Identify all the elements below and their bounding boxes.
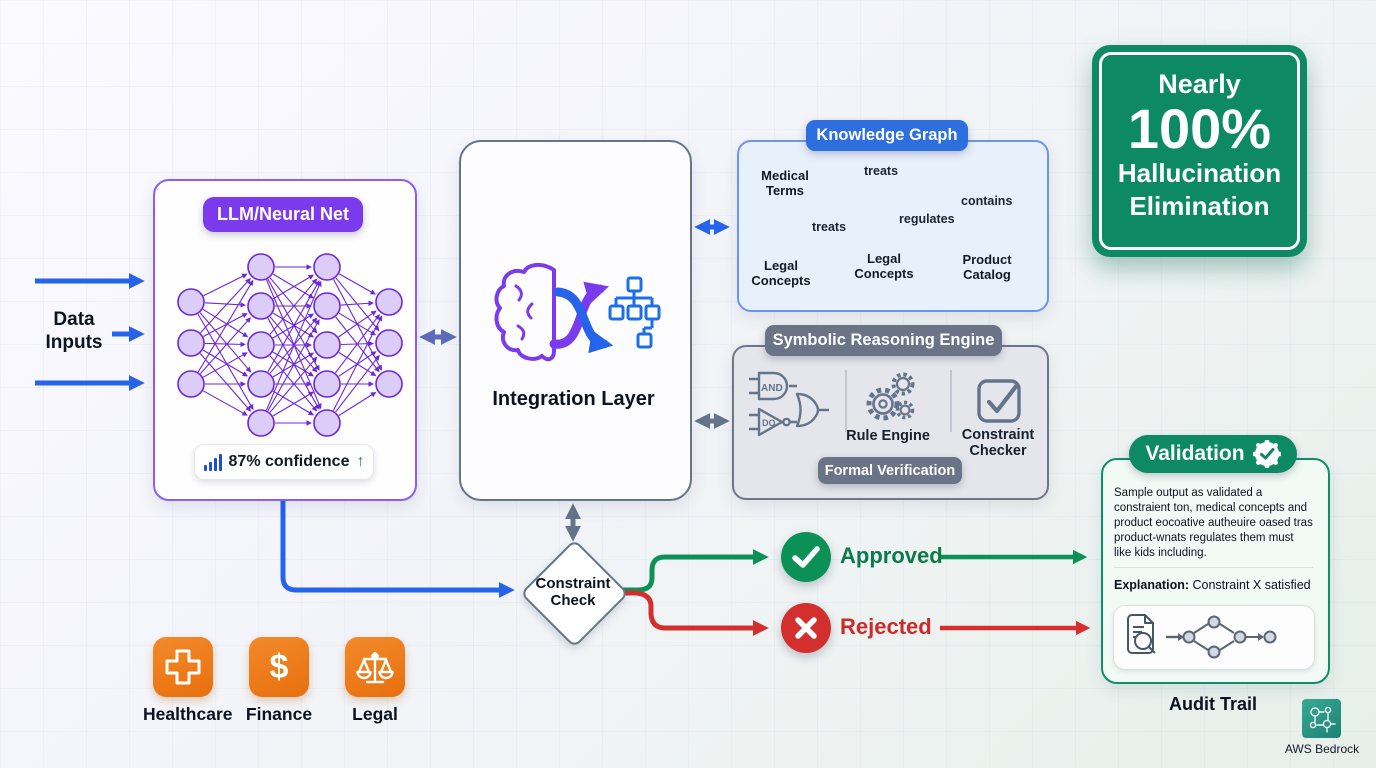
constraint-check-label: Constraint Check: [535, 574, 611, 609]
knowledge-graph-title: Knowledge Graph: [816, 126, 958, 144]
confidence-badge: 87% confidence ↑: [194, 444, 374, 480]
kg-node-label-legal-center: Legal Concepts: [854, 251, 914, 281]
verified-seal-icon: [1252, 440, 1281, 468]
document-search-icon: [1127, 614, 1156, 654]
audit-trail-graphic: [1127, 614, 1277, 659]
kg-edge-label-treats-left: treats: [812, 220, 847, 234]
kg-node-label-medical: Medical Terms: [761, 168, 809, 198]
audit-trail-label: Audit Trail: [1168, 694, 1257, 714]
flow-graph-icon: [1166, 615, 1277, 659]
brain-flowchart-icon: [494, 263, 661, 362]
kg-edge-label-treats-top: treats: [864, 164, 899, 178]
hallucination-elimination-badge: Nearly 100% Hallucination Elimination: [1092, 45, 1307, 257]
divider: [950, 370, 952, 432]
neural-network-graphic: [177, 253, 403, 437]
validation-body-text: Sample output as validated a constraient…: [1114, 487, 1313, 559]
legal-label: Legal: [352, 704, 398, 724]
finance-label: Finance: [245, 704, 313, 724]
data-inputs-label: Data Inputs: [45, 309, 103, 354]
badge-line4: Elimination: [1129, 191, 1270, 222]
validation-title-pill: Validation: [1129, 435, 1297, 473]
path-llm-to-constraint: [280, 499, 515, 599]
approved-label: Approved: [840, 543, 943, 568]
llm-title: LLM/Neural Net: [216, 204, 349, 224]
gears-icon: [866, 372, 915, 421]
legal-icon: [345, 637, 405, 697]
bar-chart-icon: [203, 453, 222, 471]
approved-check-circle: [781, 532, 831, 582]
knowledge-graph-title-pill: Knowledge Graph: [806, 120, 968, 151]
constraint-checker-label: Constraint Checker: [961, 427, 1035, 460]
and-gate-label: AND: [761, 383, 783, 394]
kg-edge-label-regulates: regulates: [899, 212, 955, 226]
llm-title-pill: LLM/Neural Net: [203, 197, 363, 232]
explanation-label: Explanation:: [1114, 578, 1190, 592]
badge-inner-border: [1099, 52, 1300, 250]
constraint-check-diamond: Constraint Check: [520, 539, 629, 648]
formal-verification-pill: Formal Verification: [818, 457, 962, 484]
symbolic-reasoning-title: Symbolic Reasoning Engine: [772, 331, 995, 349]
constraint-checker-icon: [977, 379, 1021, 423]
swap-arrow-purple: [549, 281, 609, 349]
knowledge-graph-box: [737, 140, 1049, 312]
explanation-text: Constraint X satisfied: [1189, 578, 1311, 592]
divider: [1114, 567, 1313, 568]
path-rejected-branch: [621, 590, 769, 637]
badge-line2: 100%: [1127, 97, 1272, 160]
aws-bedrock-icon: [1302, 699, 1341, 738]
divider: [845, 370, 847, 432]
kg-edge-label-contains: contains: [961, 194, 1013, 208]
trend-up-arrow: ↑: [356, 453, 365, 470]
check-icon: [792, 546, 820, 568]
logic-gates-icon: AND DO: [749, 371, 829, 437]
dollar-sign: $: [269, 647, 289, 686]
healthcare-label: Healthcare: [143, 704, 233, 724]
validation-title: Validation: [1145, 442, 1245, 465]
or-gate-label: DO: [762, 418, 776, 428]
finance-icon: $: [249, 637, 309, 697]
healthcare-icon: [153, 637, 213, 697]
integration-layer-title: Integration Layer: [492, 388, 655, 410]
validation-explanation: Explanation: Constraint X satisfied: [1114, 578, 1318, 592]
confidence-text: 87% confidence: [228, 453, 350, 470]
swap-arrow-blue: [553, 287, 614, 354]
formal-verification-label: Formal Verification: [824, 462, 956, 479]
rejected-label: Rejected: [840, 614, 932, 639]
path-approved-branch: [623, 548, 769, 593]
rejected-x-circle: [781, 603, 831, 653]
brain-half: [494, 263, 556, 362]
aws-bedrock-label: AWS Bedrock: [1284, 742, 1360, 756]
badge-line3: Hallucination: [1117, 158, 1282, 189]
flowchart-tree-icon: [608, 276, 661, 349]
symbolic-reasoning-title-pill: Symbolic Reasoning Engine: [765, 325, 1002, 356]
kg-node-label-legal-left: Legal Concepts: [751, 258, 811, 288]
kg-node-label-product: Product Catalog: [962, 252, 1012, 282]
x-icon: [795, 617, 817, 639]
rule-engine-label: Rule Engine: [846, 428, 930, 444]
badge-line1: Nearly: [1158, 69, 1241, 99]
